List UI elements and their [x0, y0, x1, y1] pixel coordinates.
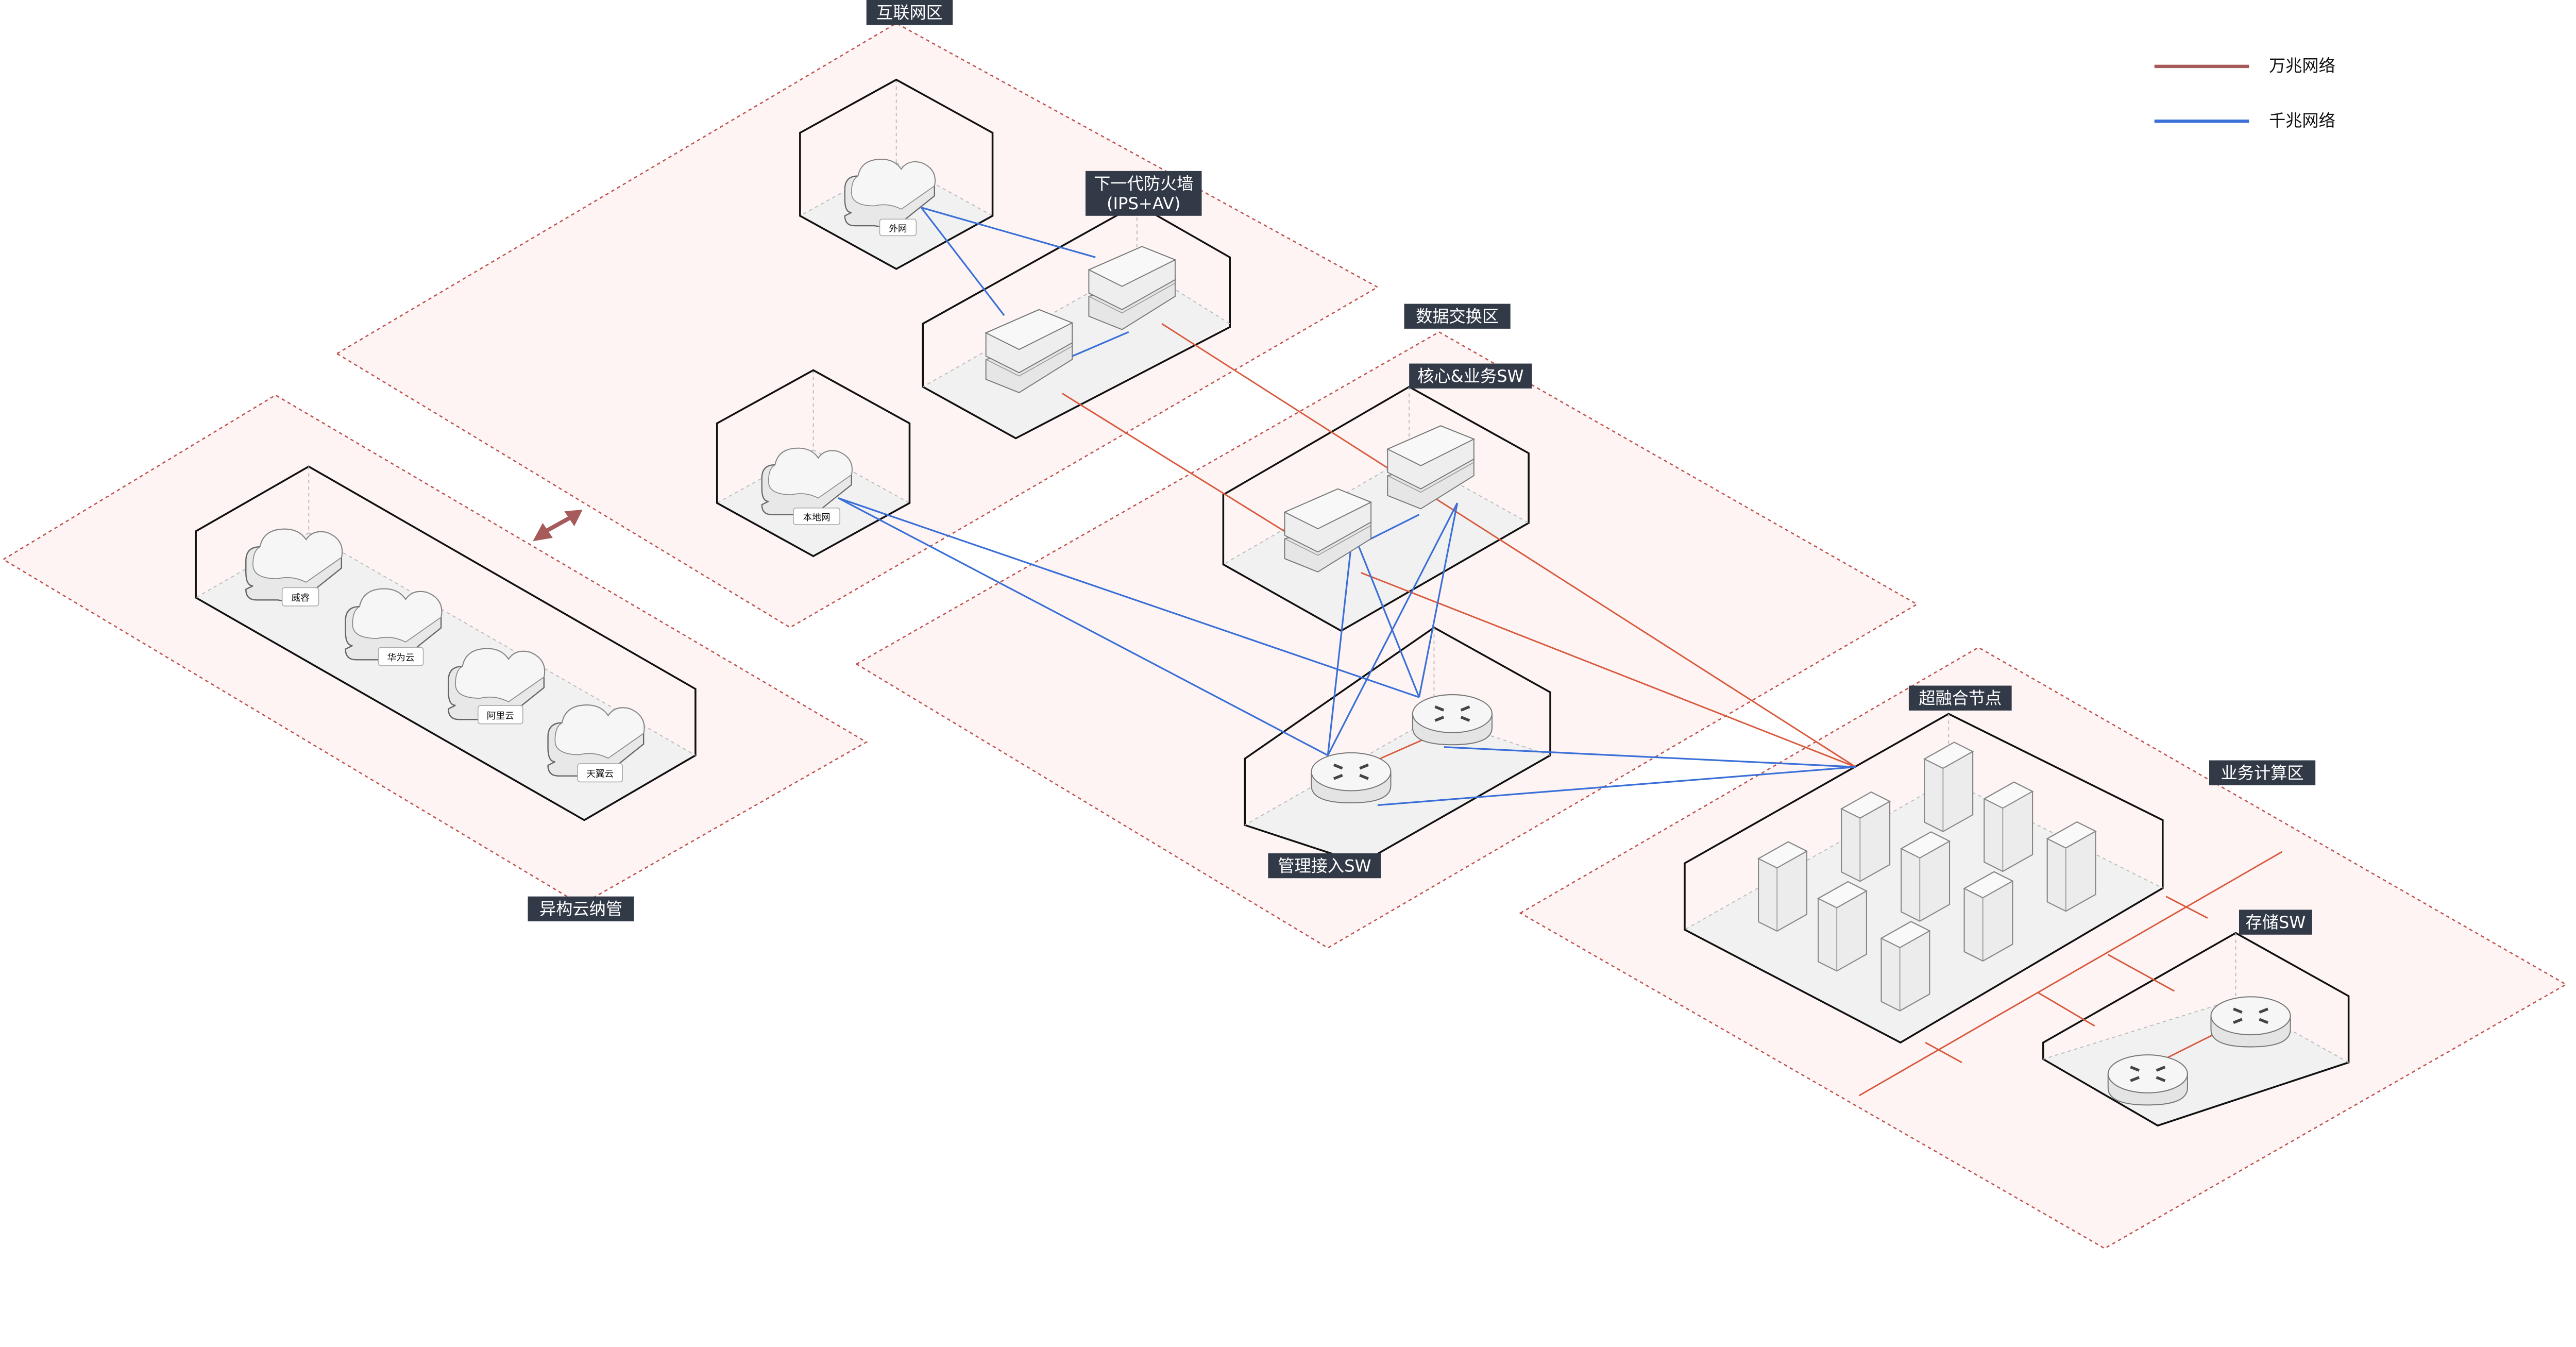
- svg-text:管理接入SW: 管理接入SW: [1278, 856, 1371, 875]
- svg-text:核心&业务SW: 核心&业务SW: [1417, 366, 1523, 386]
- server-icon: [1923, 742, 1974, 833]
- zone-label-data-exchange: 数据交换区: [1404, 304, 1511, 329]
- label-tianyi: 天翼云: [577, 763, 623, 783]
- server-icon: [1840, 791, 1891, 882]
- server-icon: [2046, 821, 2096, 912]
- group-label-core-sw: 核心&业务SW: [1409, 363, 1532, 389]
- label-local: 本地网: [793, 508, 840, 525]
- server-icon: [1983, 781, 2033, 872]
- group-label-mgmt-sw: 管理接入SW: [1268, 853, 1381, 879]
- network-topology-diagram: 外网 本地网 威睿 华为云 阿里云 天翼云 互联网区 异构云纳管 数据交换区 业…: [2, 0, 2568, 1250]
- svg-text:威睿: 威睿: [291, 593, 310, 603]
- svg-text:天翼云: 天翼云: [586, 769, 614, 780]
- svg-text:华为云: 华为云: [387, 652, 414, 663]
- zone-label-business-compute: 业务计算区: [2209, 760, 2316, 785]
- svg-text:超融合节点: 超融合节点: [1919, 688, 2002, 708]
- svg-text:阿里云: 阿里云: [487, 711, 514, 721]
- ten-gig-links: [1062, 323, 2283, 1097]
- legend: 万兆网络 千兆网络: [2154, 56, 2335, 130]
- server-icon: [1757, 841, 1808, 932]
- svg-text:存储SW: 存储SW: [2246, 913, 2306, 932]
- group-label-hci: 超融合节点: [1908, 685, 2012, 711]
- svg-text:业务计算区: 业务计算区: [2221, 763, 2304, 783]
- svg-text:本地网: 本地网: [803, 512, 831, 523]
- group-label-firewall: 下一代防火墙(IPS+AV): [1085, 171, 1202, 216]
- svg-text:数据交换区: 数据交换区: [1416, 307, 1499, 326]
- server-icon: [1963, 871, 2013, 962]
- label-external: 外网: [879, 218, 917, 237]
- label-huawei: 华为云: [378, 647, 424, 666]
- legend-item-ten-gig: 万兆网络: [2154, 56, 2335, 76]
- svg-text:异构云纳管: 异构云纳管: [539, 899, 622, 919]
- router-icon: [2211, 997, 2290, 1047]
- svg-text:(IPS+AV): (IPS+AV): [1107, 194, 1180, 213]
- zone-label-hetero-cloud: 异构云纳管: [528, 896, 634, 922]
- svg-text:外网: 外网: [889, 223, 907, 234]
- router-icon: [2108, 1055, 2188, 1105]
- legend-item-gig: 千兆网络: [2154, 111, 2335, 130]
- server-icon: [1900, 831, 1951, 922]
- server-icon: [1817, 881, 1868, 972]
- server-icon: [1880, 920, 1930, 1012]
- svg-text:万兆网络: 万兆网络: [2269, 56, 2335, 76]
- double-arrow-icon: [533, 510, 583, 542]
- svg-text:下一代防火墙: 下一代防火墙: [1094, 174, 1193, 193]
- label-vmware: 威睿: [281, 587, 319, 607]
- label-aliyun: 阿里云: [478, 705, 523, 725]
- svg-text:千兆网络: 千兆网络: [2269, 111, 2335, 130]
- router-icon: [1413, 695, 1492, 745]
- router-icon: [1311, 753, 1391, 803]
- group-label-storage-sw: 存储SW: [2239, 910, 2312, 935]
- zone-label-internet: 互联网区: [866, 0, 953, 25]
- gig-links: [838, 207, 1856, 806]
- svg-text:互联网区: 互联网区: [876, 3, 943, 22]
